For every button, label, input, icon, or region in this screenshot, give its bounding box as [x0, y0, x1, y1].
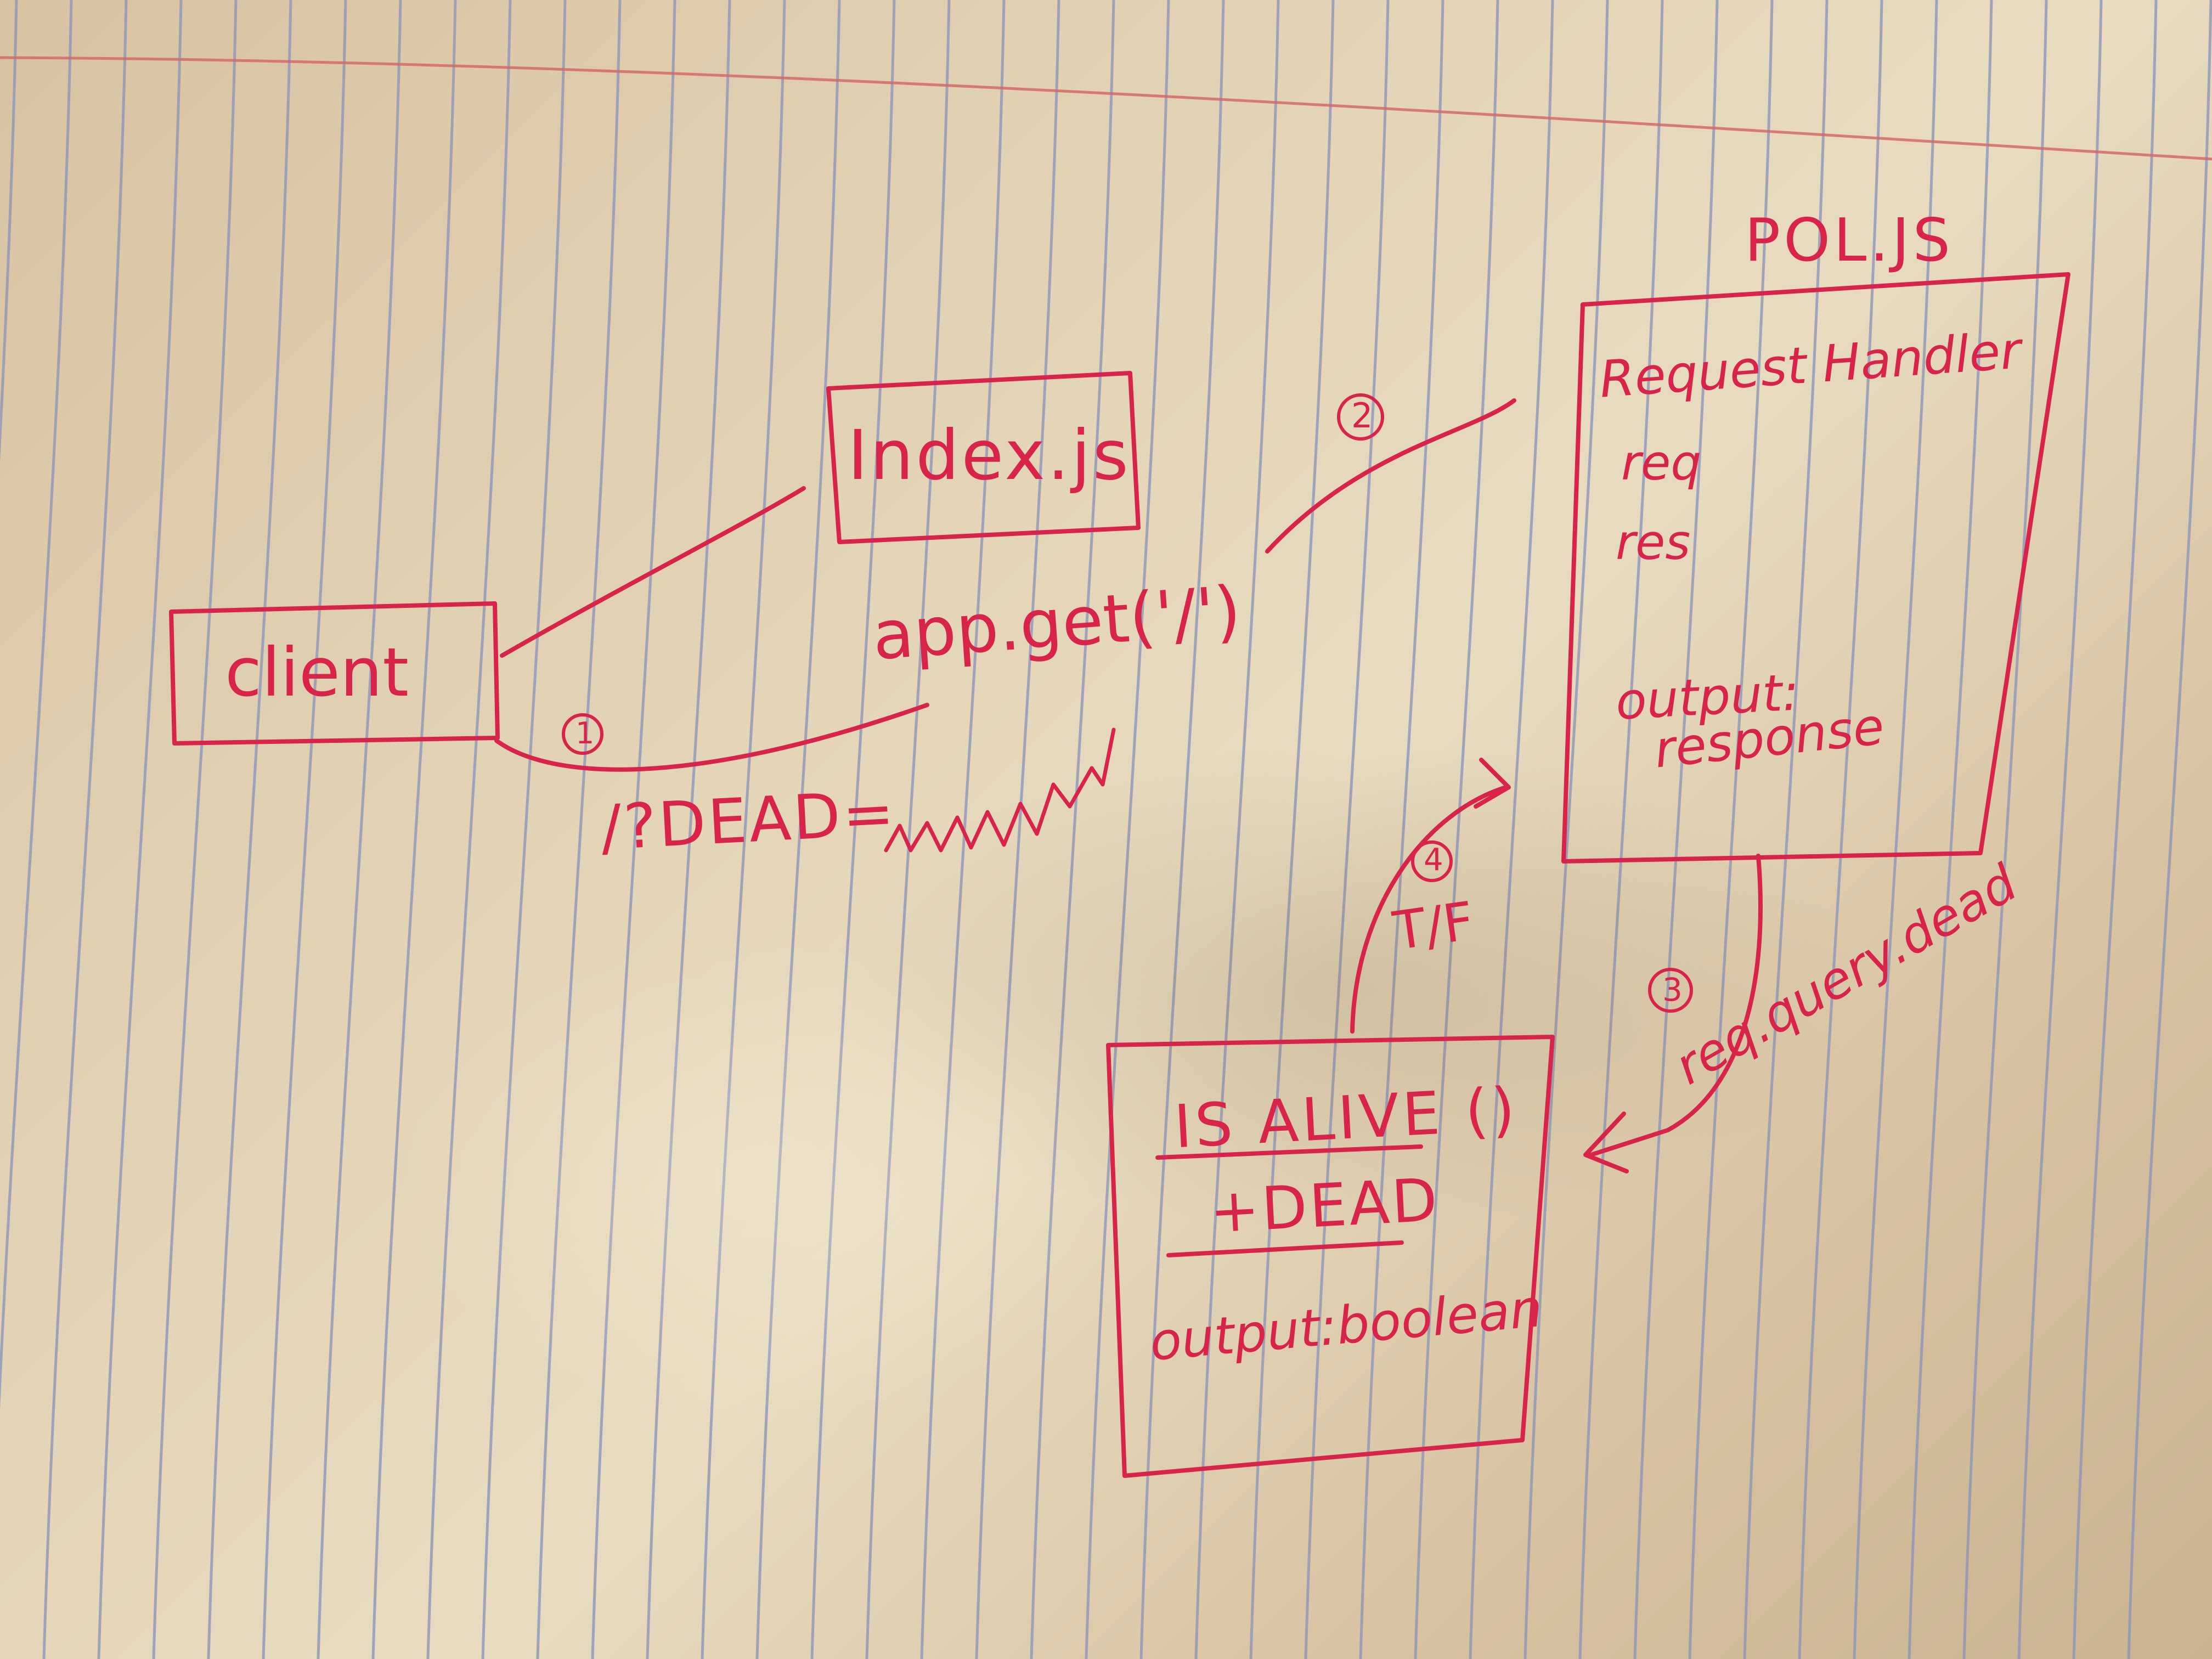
- rule-line: [426, 0, 512, 1659]
- rule-line: [1798, 0, 1883, 1659]
- rule-line: [0, 0, 73, 1410]
- rule-line: [646, 0, 731, 1659]
- step2-circle: [1337, 393, 1384, 441]
- rule-line: [865, 0, 951, 1659]
- client-label: client: [225, 634, 409, 712]
- step3-circle: [1648, 968, 1693, 1013]
- rule-line: [1578, 0, 1664, 1659]
- pol-title: POL.JS: [1745, 206, 1954, 275]
- rule-line: [2017, 0, 2103, 1659]
- step1-circle: [562, 713, 603, 755]
- rule-line: [1414, 0, 1499, 1659]
- rule-line: [1359, 0, 1444, 1659]
- rule-line: [481, 0, 567, 1659]
- arrowhead-isalive: [1583, 1111, 1629, 1173]
- rule-line: [1469, 0, 1554, 1659]
- rule-line: [1249, 0, 1335, 1659]
- isalive-param: +DEAD: [1207, 1166, 1441, 1246]
- index-label: Index.js: [848, 416, 1131, 495]
- rule-line: [1085, 0, 1170, 1659]
- rule-line: [262, 0, 347, 1659]
- isalive-divider-bottom: [1166, 1240, 1404, 1257]
- edge-route-pol: [1265, 398, 1516, 554]
- step4-circle: [1411, 840, 1453, 882]
- rule-line: [317, 0, 402, 1659]
- pol-line-req: req: [1621, 435, 1702, 491]
- rule-line: [97, 0, 183, 1659]
- rule-line: [42, 0, 128, 1659]
- rule-line: [2072, 0, 2158, 1659]
- rule-line: [1523, 0, 1609, 1659]
- rule-line: [701, 0, 786, 1659]
- edge-isalive-pol: [1350, 785, 1508, 1034]
- rule-line: [1688, 0, 1774, 1659]
- rule-line: [755, 0, 841, 1659]
- step3-label: 3: [1662, 971, 1683, 1008]
- rule-line: [536, 0, 622, 1659]
- rule-line: [591, 0, 676, 1659]
- rule-line: [810, 0, 896, 1659]
- rule-line: [0, 0, 18, 463]
- isalive-name: IS ALIVE (): [1172, 1075, 1520, 1162]
- query-label: /?DEAD=: [599, 777, 898, 865]
- margin-line: [0, 56, 2212, 161]
- edge-pol-isalive: [1589, 854, 1763, 1157]
- arrowhead-pol: [1474, 758, 1511, 809]
- edge-client-route: [494, 703, 929, 772]
- tf-label: T/F: [1389, 890, 1478, 962]
- isalive-box: [1106, 1035, 1555, 1478]
- rule-line: [1194, 0, 1280, 1659]
- client-box: [169, 601, 500, 746]
- pol-line-res: res: [1616, 514, 1691, 571]
- rule-line: [920, 0, 1006, 1659]
- step4-label: 4: [1424, 842, 1443, 878]
- rule-line: [152, 0, 238, 1659]
- rule-line: [1853, 0, 1938, 1659]
- rule-line: [2127, 0, 2212, 1659]
- edge-client-index: [500, 486, 806, 658]
- rule-line: [1139, 0, 1225, 1659]
- pol-box: [1561, 272, 2070, 864]
- isalive-divider-top: [1155, 1144, 1423, 1160]
- rule-line: [1304, 0, 1390, 1659]
- rule-line: [1908, 0, 1993, 1659]
- rule-line: [1962, 0, 2048, 1659]
- rule-line: [1030, 0, 1115, 1659]
- rule-line: [975, 0, 1060, 1659]
- step1-label: 1: [575, 716, 595, 751]
- query-scribble: [884, 727, 1116, 853]
- step2-label: 2: [1351, 396, 1373, 436]
- index-box: [826, 371, 1141, 544]
- rule-line: [1633, 0, 1719, 1659]
- rule-line: [1743, 0, 1829, 1659]
- rule-line: [371, 0, 457, 1659]
- rule-line: [207, 0, 292, 1659]
